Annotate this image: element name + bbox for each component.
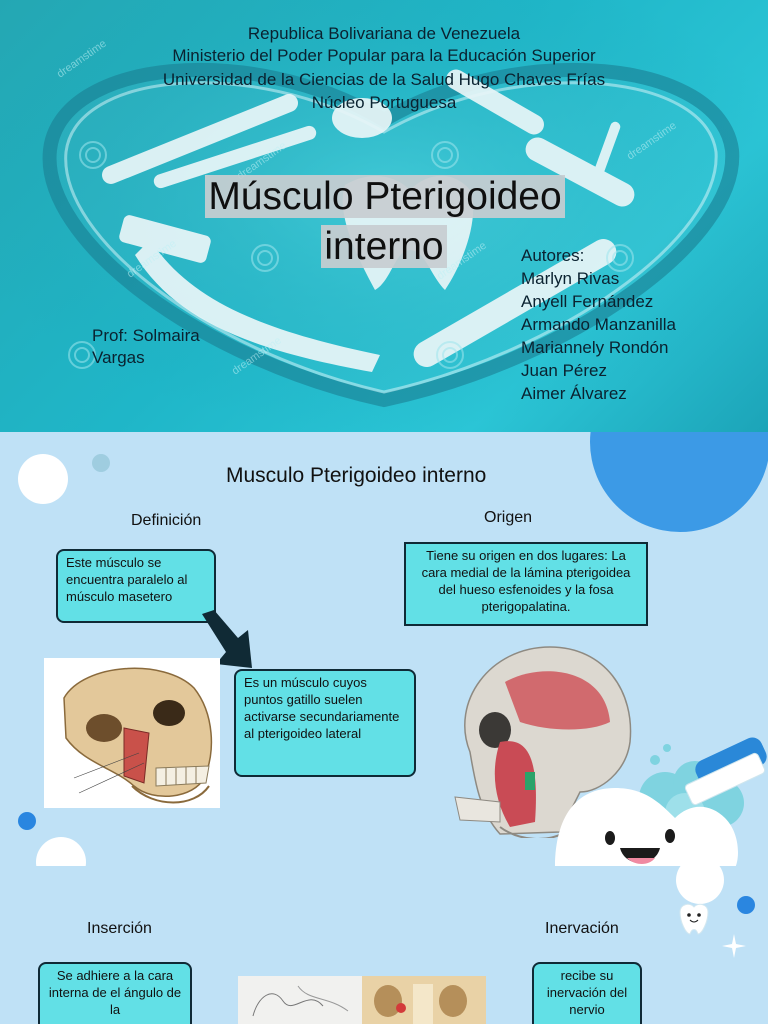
author-name: Armando Manzanilla (521, 315, 676, 334)
professor-line: Vargas (92, 348, 145, 367)
author-name: Mariannely Rondón (521, 338, 669, 357)
decor-circle (92, 454, 110, 472)
decor-circle (590, 432, 768, 532)
insercion-box: Se adhiere a la cara interna de el ángul… (38, 962, 192, 1024)
arrow-icon (202, 610, 252, 668)
authors-list: Autores: Marlyn Rivas Anyell Fernández A… (521, 244, 676, 405)
small-tooth-icon (679, 903, 709, 935)
definicion-heading: Definición (131, 512, 202, 529)
slide-title-line2: interno (316, 224, 452, 270)
professor-line: Prof: Solmaira (92, 326, 200, 345)
content-slide: Musculo Pterigoideo interno Definición O… (0, 432, 768, 866)
professor-name: Prof: Solmaira Vargas (92, 325, 200, 369)
origen-box: Tiene su origen en dos lugares: La cara … (404, 542, 648, 626)
anatomy-images (238, 976, 486, 1024)
definicion-box: Este músculo se encuentra paralelo al mú… (56, 549, 216, 623)
decor-circle (676, 866, 724, 904)
decor-circle (18, 454, 68, 504)
gatillo-box: Es un músculo cuyos puntos gatillo suele… (234, 669, 416, 777)
author-name: Anyell Fernández (521, 292, 654, 311)
author-name: Aimer Álvarez (521, 384, 627, 403)
sparkle-icon (722, 934, 746, 958)
cartoon-tooth-illustration (555, 737, 767, 866)
inervacion-heading: Inervación (545, 920, 619, 937)
author-name: Juan Pérez (521, 361, 607, 380)
header-line: Ministerio del Poder Popular para la Edu… (172, 46, 596, 65)
authors-label: Autores: (521, 246, 585, 265)
header-line: Republica Bolivariana de Venezuela (247, 24, 521, 43)
insercion-heading: Inserción (87, 920, 152, 937)
skull-muscle-illustration (44, 658, 220, 808)
header-line: Núcleo Portuguesa (311, 93, 457, 112)
content-slide-partial: Inserción Inervación Se adhiere a la car… (0, 866, 768, 1024)
inervacion-box: recibe su inervación del nervio (532, 962, 642, 1024)
author-name: Marlyn Rivas (521, 269, 620, 288)
skull-pterygoid-illustration (454, 646, 632, 838)
decor-circle (18, 812, 36, 830)
slide-title: Musculo Pterigoideo interno (226, 464, 487, 487)
decor-circle (737, 896, 755, 914)
origen-heading: Origen (484, 509, 533, 526)
decor-circle (36, 837, 86, 866)
title-slide: dreamstime dreamstime dreamstime dreamst… (0, 0, 768, 432)
header-line: Universidad de la Ciencias de la Salud H… (162, 70, 606, 89)
slide-title-line1: Músculo Pterigoideo (190, 174, 580, 220)
